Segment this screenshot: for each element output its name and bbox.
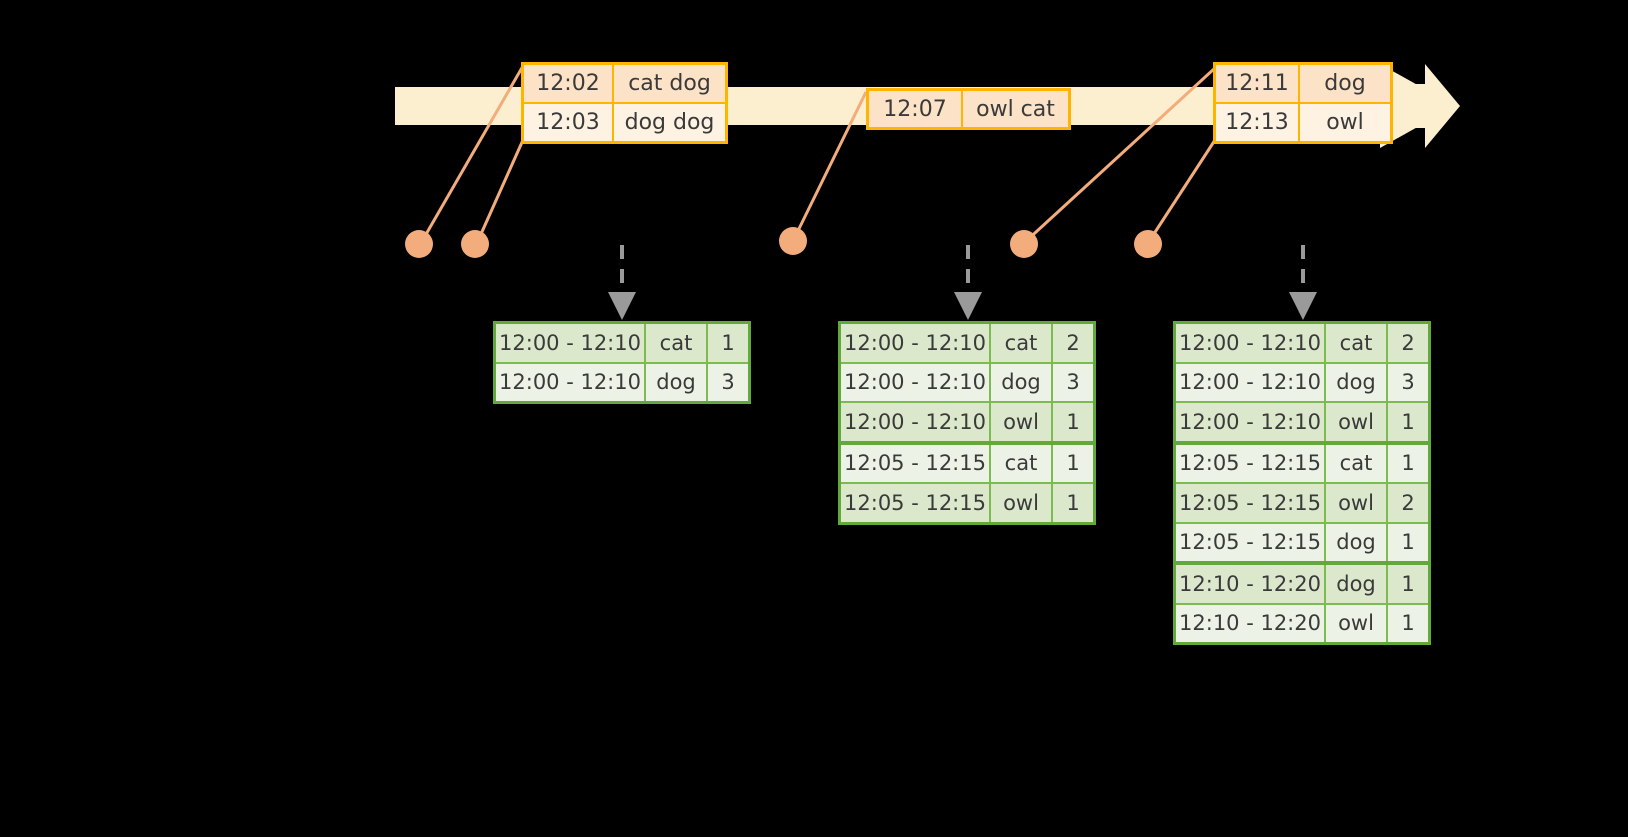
- table-row[interactable]: 12:00 - 12:10 dog 3: [841, 361, 1093, 401]
- table-row[interactable]: 12:05 - 12:15 owl 2: [1176, 482, 1428, 522]
- state-table-3[interactable]: 12:00 - 12:10 cat 2 12:00 - 12:10 dog 3 …: [1173, 321, 1431, 645]
- event-time: 12:03: [524, 104, 614, 141]
- event-row[interactable]: 12:07 owl cat: [869, 91, 1068, 127]
- cell-window: 12:00 - 12:10: [841, 363, 991, 401]
- event-row[interactable]: 12:03 dog dog: [524, 102, 725, 141]
- cell-count: 2: [1053, 324, 1093, 362]
- cell-window: 12:00 - 12:10: [841, 324, 991, 362]
- cell-window: 12:10 - 12:20: [1176, 565, 1326, 603]
- cell-word: owl: [1326, 403, 1388, 441]
- event-dot-group: [405, 227, 1162, 258]
- cell-window: 12:00 - 12:10: [1176, 363, 1326, 401]
- event-words: owl cat: [963, 91, 1068, 127]
- table-row[interactable]: 12:00 - 12:10 cat 2: [841, 324, 1093, 362]
- event-words: dog: [1300, 65, 1390, 102]
- cell-window: 12:00 - 12:10: [841, 403, 991, 441]
- table-row[interactable]: 12:00 - 12:10 owl 1: [1176, 401, 1428, 441]
- event-row[interactable]: 12:13 owl: [1216, 102, 1390, 141]
- cell-word: dog: [1326, 523, 1388, 561]
- cell-count: 1: [1388, 604, 1428, 642]
- event-dot: [779, 227, 807, 255]
- state-table-2[interactable]: 12:00 - 12:10 cat 2 12:00 - 12:10 dog 3 …: [838, 321, 1096, 525]
- cell-word: cat: [1326, 444, 1388, 482]
- table-row[interactable]: 12:00 - 12:10 dog 3: [496, 361, 748, 401]
- event-dot: [1010, 230, 1038, 258]
- cell-count: 3: [1053, 363, 1093, 401]
- cell-count: 1: [1388, 444, 1428, 482]
- cell-word: owl: [991, 403, 1053, 441]
- event-time: 12:02: [524, 65, 614, 102]
- table-row[interactable]: 12:10 - 12:20 dog 1: [1176, 561, 1428, 603]
- event-words: dog dog: [614, 104, 725, 141]
- table-row[interactable]: 12:05 - 12:15 cat 1: [841, 440, 1093, 482]
- cell-word: owl: [1326, 604, 1388, 642]
- table-row[interactable]: 12:00 - 12:10 dog 3: [1176, 361, 1428, 401]
- event-words: cat dog: [614, 65, 725, 102]
- cell-window: 12:00 - 12:10: [496, 363, 646, 401]
- table-row[interactable]: 12:05 - 12:15 cat 1: [1176, 440, 1428, 482]
- cell-word: owl: [1326, 484, 1388, 522]
- dashed-arrow-heads: [608, 292, 1317, 320]
- cell-count: 2: [1388, 484, 1428, 522]
- cell-count: 1: [1053, 403, 1093, 441]
- cell-word: cat: [991, 324, 1053, 362]
- cell-window: 12:05 - 12:15: [1176, 484, 1326, 522]
- cell-count: 1: [1053, 484, 1093, 522]
- event-box-group-2[interactable]: 12:07 owl cat: [866, 88, 1071, 130]
- cell-count: 1: [1053, 444, 1093, 482]
- event-box-group-3[interactable]: 12:11 dog 12:13 owl: [1213, 62, 1393, 144]
- event-dot: [1134, 230, 1162, 258]
- cell-word: dog: [991, 363, 1053, 401]
- table-row[interactable]: 12:10 - 12:20 owl 1: [1176, 602, 1428, 642]
- cell-window: 12:05 - 12:15: [841, 484, 991, 522]
- event-words: owl: [1300, 104, 1390, 141]
- cell-word: cat: [991, 444, 1053, 482]
- cell-count: 1: [1388, 565, 1428, 603]
- cell-count: 1: [1388, 523, 1428, 561]
- event-dot: [461, 230, 489, 258]
- cell-count: 1: [1388, 403, 1428, 441]
- cell-window: 12:00 - 12:10: [496, 324, 646, 362]
- cell-window: 12:05 - 12:15: [1176, 444, 1326, 482]
- event-time: 12:07: [869, 91, 963, 127]
- event-time: 12:13: [1216, 104, 1300, 141]
- cell-word: cat: [1326, 324, 1388, 362]
- table-row[interactable]: 12:00 - 12:10 owl 1: [841, 401, 1093, 441]
- event-box-group-1[interactable]: 12:02 cat dog 12:03 dog dog: [521, 62, 728, 144]
- cell-word: dog: [1326, 565, 1388, 603]
- table-row[interactable]: 12:00 - 12:10 cat 2: [1176, 324, 1428, 362]
- cell-window: 12:05 - 12:15: [1176, 523, 1326, 561]
- cell-word: dog: [646, 363, 708, 401]
- event-row[interactable]: 12:02 cat dog: [524, 65, 725, 102]
- cell-count: 2: [1388, 324, 1428, 362]
- cell-window: 12:10 - 12:20: [1176, 604, 1326, 642]
- cell-word: cat: [646, 324, 708, 362]
- event-time: 12:11: [1216, 65, 1300, 102]
- cell-count: 3: [1388, 363, 1428, 401]
- cell-word: dog: [1326, 363, 1388, 401]
- cell-count: 3: [708, 363, 748, 401]
- event-dot: [405, 230, 433, 258]
- dashed-arrow-group: [620, 245, 1305, 295]
- cell-count: 1: [708, 324, 748, 362]
- cell-word: owl: [991, 484, 1053, 522]
- event-row[interactable]: 12:11 dog: [1216, 65, 1390, 102]
- table-row[interactable]: 12:00 - 12:10 cat 1: [496, 324, 748, 362]
- table-row[interactable]: 12:05 - 12:15 dog 1: [1176, 521, 1428, 561]
- cell-window: 12:05 - 12:15: [841, 444, 991, 482]
- cell-window: 12:00 - 12:10: [1176, 324, 1326, 362]
- cell-window: 12:00 - 12:10: [1176, 403, 1326, 441]
- table-row[interactable]: 12:05 - 12:15 owl 1: [841, 482, 1093, 522]
- state-table-1[interactable]: 12:00 - 12:10 cat 1 12:00 - 12:10 dog 3: [493, 321, 751, 404]
